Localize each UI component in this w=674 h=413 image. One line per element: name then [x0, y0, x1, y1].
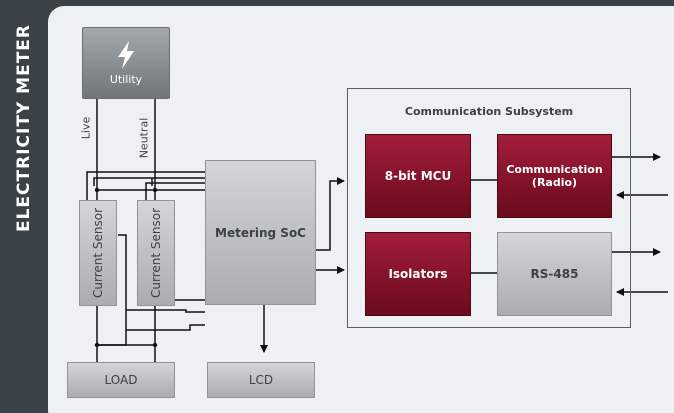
lcd-block: LCD	[207, 362, 315, 398]
lcd-label: LCD	[248, 373, 274, 387]
rs485-label: RS-485	[530, 267, 579, 281]
rs485-block: RS-485	[497, 232, 612, 316]
metering-soc-block: Metering SoC	[205, 160, 316, 305]
load-label: LOAD	[104, 373, 138, 387]
radio-block: Communication (Radio)	[497, 134, 612, 218]
live-label: Live	[79, 116, 93, 140]
radio-label-line2: (Radio)	[531, 176, 578, 189]
mcu-label: 8-bit MCU	[384, 169, 452, 183]
load-block: LOAD	[67, 362, 175, 398]
communication-subsystem-frame	[347, 88, 631, 328]
metering-soc-label: Metering SoC	[215, 225, 306, 240]
mcu-block: 8-bit MCU	[365, 134, 471, 218]
current-sensor-label: Current Sensor	[91, 207, 105, 299]
isolators-block: Isolators	[365, 232, 471, 316]
lightning-bolt-icon	[118, 40, 134, 69]
current-sensor-label: Current Sensor	[149, 207, 163, 299]
utility-block: Utility	[82, 27, 170, 99]
side-band: ELECTRICITY METER	[0, 0, 48, 413]
current-sensor-neutral: Current Sensor	[137, 200, 175, 306]
soc-to-mcu	[316, 177, 345, 251]
neutral-label: Neutral	[137, 117, 151, 159]
utility-label: Utility	[109, 72, 143, 86]
radio-label-line1: Communication	[506, 163, 603, 176]
communication-subsystem-title: Communication Subsystem	[404, 105, 574, 118]
current-sensor-live: Current Sensor	[79, 200, 117, 306]
isolators-label: Isolators	[388, 267, 448, 281]
